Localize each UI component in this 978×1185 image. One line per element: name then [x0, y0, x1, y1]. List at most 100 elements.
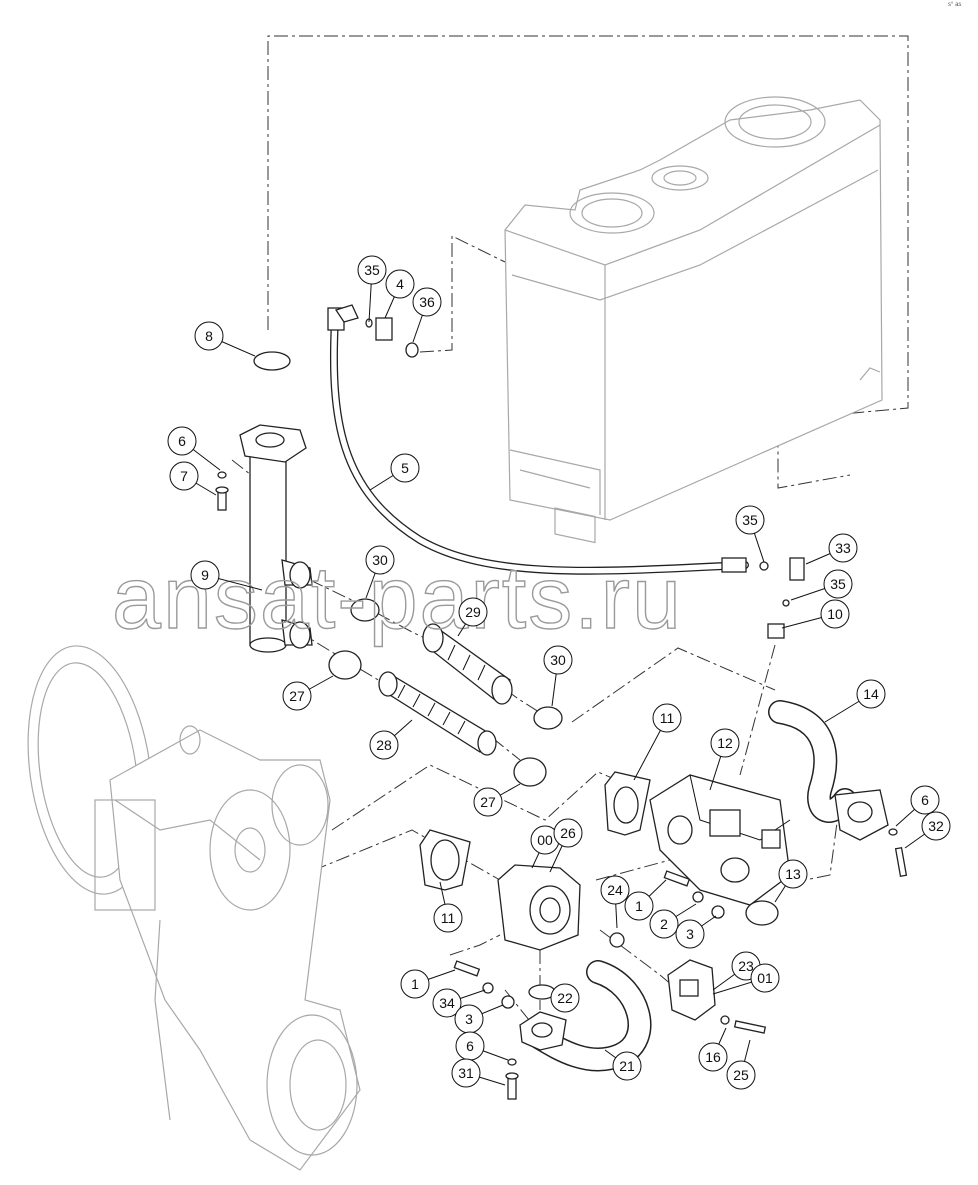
callout-28: 28 — [369, 719, 413, 760]
suction-hose-corrugated — [378, 671, 497, 756]
callout-circle — [820, 599, 850, 629]
callout-circle — [778, 859, 808, 889]
callout-circle — [823, 569, 853, 599]
callout-circle — [473, 787, 503, 817]
callout-circle — [828, 533, 858, 563]
callout-circle — [432, 988, 462, 1018]
callout-2: 2 — [649, 903, 697, 939]
callout-5: 5 — [369, 453, 420, 491]
callout-label: 5 — [401, 460, 409, 476]
suction-pipe — [239, 424, 313, 653]
callout-circle — [750, 963, 780, 993]
callout-34: 34 — [432, 988, 486, 1018]
callout-label: 32 — [928, 818, 944, 834]
callout-25: 25 — [726, 1039, 756, 1090]
callout-6: 6 — [895, 785, 940, 827]
callout-12: 12 — [709, 728, 740, 791]
callout-circle — [543, 645, 573, 675]
callout-label: 34 — [439, 995, 455, 1011]
hydraulic-tank — [504, 96, 883, 544]
callout-label: 3 — [465, 1011, 473, 1027]
callout-36: 36 — [412, 287, 442, 343]
callout-label: 11 — [660, 710, 675, 726]
callout-circle — [433, 903, 463, 933]
callout-circle — [600, 875, 630, 905]
pump-stud-set — [609, 870, 725, 948]
pressure-pipe-elbow — [768, 700, 889, 841]
callout-35: 35 — [735, 505, 765, 563]
callout-circle — [365, 545, 395, 575]
callout-circle — [726, 1060, 756, 1090]
hose-clamp — [328, 598, 563, 787]
callout-30: 30 — [543, 645, 573, 707]
callout-3: 3 — [675, 915, 717, 949]
callout-27: 27 — [282, 675, 334, 711]
callout-6: 6 — [455, 1031, 509, 1061]
callout-label: 33 — [835, 540, 851, 556]
hydraulic-pump — [649, 774, 791, 906]
callout-label: 1 — [635, 898, 643, 914]
callout-label: 31 — [458, 1065, 474, 1081]
callout-label: 36 — [419, 294, 435, 310]
callout-14: 14 — [824, 679, 886, 723]
callout-circle — [649, 909, 679, 939]
callout-1: 1 — [624, 879, 667, 921]
suction-hose-straight — [422, 623, 513, 705]
callout-circle — [550, 983, 580, 1013]
callout-label: 35 — [830, 576, 846, 592]
callout-3: 3 — [454, 1004, 504, 1034]
corner-mark: s° as — [948, 2, 961, 8]
callout-label: 24 — [607, 882, 623, 898]
callout-circle — [612, 1051, 642, 1081]
callout-01: 01 — [712, 963, 780, 995]
callout-4: 4 — [384, 269, 415, 319]
callout-label: 01 — [757, 970, 773, 986]
pipe-bolt — [505, 1058, 519, 1100]
callout-label: 6 — [466, 1038, 474, 1054]
callout-label: 6 — [178, 433, 186, 449]
callout-circle — [624, 891, 654, 921]
callout-circle — [451, 1058, 481, 1088]
callout-label: 27 — [289, 688, 305, 704]
callout-27: 27 — [473, 783, 521, 817]
callout-circle — [458, 597, 488, 627]
callout-circle — [385, 269, 415, 299]
o-ring — [253, 351, 291, 371]
callout-label: 22 — [557, 990, 573, 1006]
callout-1: 1 — [400, 969, 456, 999]
callout-29: 29 — [457, 597, 488, 637]
callout-label: 12 — [717, 735, 733, 751]
callout-label: 7 — [180, 468, 188, 484]
callout-circle — [412, 287, 442, 317]
callout-circle — [698, 1042, 728, 1072]
callout-24: 24 — [600, 875, 630, 929]
callout-7: 7 — [169, 461, 217, 496]
callout-circle — [921, 811, 951, 841]
callout-32: 32 — [904, 811, 951, 849]
callout-circle — [710, 728, 740, 758]
callout-30: 30 — [365, 545, 395, 599]
callout-label: 30 — [372, 552, 388, 568]
callout-label: 3 — [686, 926, 694, 942]
callout-22: 22 — [550, 983, 580, 1013]
callout-label: 16 — [705, 1049, 721, 1065]
callout-35: 35 — [790, 569, 853, 601]
control-valve — [667, 959, 716, 1021]
callout-33: 33 — [805, 533, 858, 565]
callout-10: 10 — [781, 599, 850, 629]
callout-6: 6 — [167, 426, 221, 471]
callout-circle — [553, 818, 583, 848]
auxiliary-pump — [497, 864, 581, 951]
callout-label: 10 — [827, 606, 843, 622]
callout-label: 27 — [480, 794, 496, 810]
callout-circle — [675, 919, 705, 949]
transmission-housing — [27, 645, 361, 1171]
callout-circle — [357, 255, 387, 285]
callout-label: 11 — [441, 910, 456, 926]
callout-label: 13 — [785, 866, 801, 882]
callout-circle — [169, 461, 199, 491]
callout-label: 2 — [660, 916, 668, 932]
callout-circle — [167, 426, 197, 456]
aux-pump-stud-set — [453, 960, 515, 1009]
